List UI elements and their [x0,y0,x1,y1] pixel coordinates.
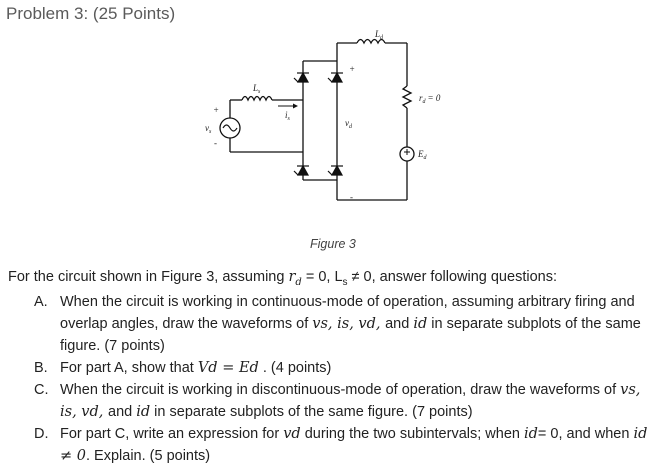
ld-inductor-coil [356,38,386,45]
vs-plus-sign: + [213,105,219,115]
intro-paragraph: For the circuit shown in Figure 3, assum… [8,269,557,288]
question-letter: C. [34,382,49,398]
vs-minus-sign: - [214,138,217,148]
thyristor-3-icon [330,71,344,83]
vd-plus-sign: + [349,64,355,74]
figure-caption: Figure 3 [310,237,356,251]
thyristor-bridge-circuit-diagram: Ld Ls is vs + - vd + - rd= 0 Ed [205,29,441,202]
vs-label: vs [205,123,212,135]
ed-label: Ed [417,149,428,161]
question-letter: D. [34,426,49,442]
sine-wave-icon [222,124,238,132]
ls-label: Ls [252,83,261,95]
thyristor-2-icon [330,164,344,176]
ld-label: Ld [374,29,384,41]
thyristor-4-icon [296,164,310,176]
question-letter: A. [34,294,48,310]
question-d: D. For part C, write an expression for v… [8,423,660,467]
question-list: A. When the circuit is working in contin… [8,291,660,467]
is-label: is [285,110,291,122]
vd-minus-sign: - [350,192,353,202]
question-b: B. For part A, show that Vd = Ed . (4 po… [8,357,660,379]
question-a: A. When the circuit is working in contin… [8,291,660,357]
thyristor-1-icon [296,71,310,83]
is-arrow-head-icon [293,103,298,109]
rd-label: rd= 0 [419,93,441,105]
vd-label: vd [345,118,353,130]
rd-resistor [401,85,413,109]
question-letter: B. [34,360,48,376]
problem-title: Problem 3: (25 Points) [6,4,176,23]
ls-inductor-coil [241,95,273,102]
question-c: C. When the circuit is working in discon… [8,379,660,423]
